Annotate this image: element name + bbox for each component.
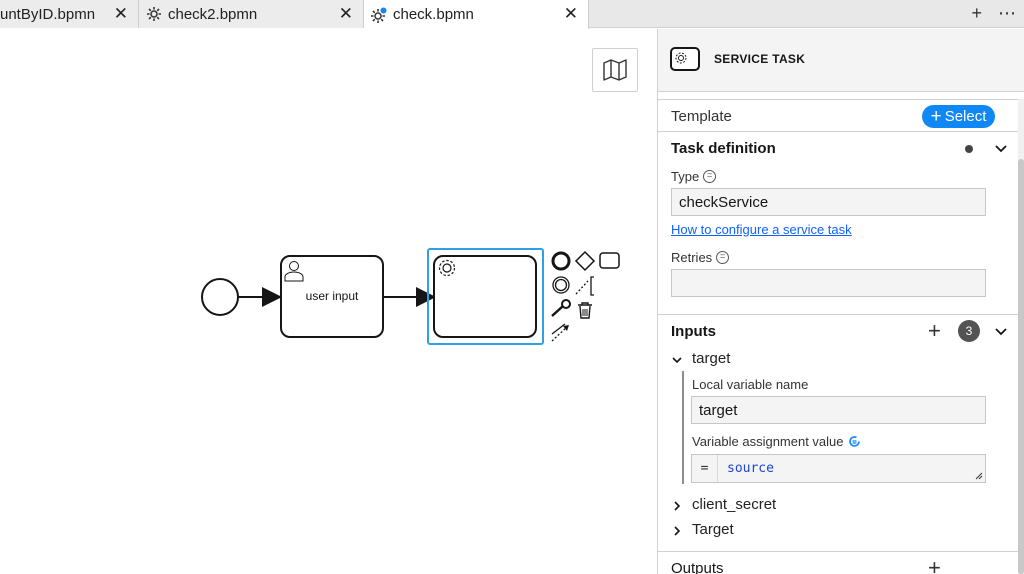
retries-label-text: Retries bbox=[671, 250, 713, 265]
tab-actions: + ⋯ bbox=[971, 3, 1016, 24]
retries-label: Retries = bbox=[671, 250, 730, 265]
user-icon bbox=[284, 261, 304, 282]
type-input[interactable]: checkService bbox=[671, 188, 986, 216]
inputs-header[interactable]: Inputs bbox=[671, 323, 716, 340]
tab-untbyid[interactable]: untByID.bpmn ✕ bbox=[0, 0, 139, 28]
tab-label: check.bpmn bbox=[393, 6, 474, 23]
selection-outline bbox=[427, 248, 544, 345]
close-icon[interactable]: ✕ bbox=[338, 4, 353, 23]
data-indicator-dot bbox=[965, 145, 973, 153]
local-variable-input[interactable]: target bbox=[691, 396, 986, 424]
divider bbox=[658, 551, 1018, 552]
gear-icon bbox=[438, 259, 456, 277]
task-definition-header[interactable]: Task definition bbox=[671, 140, 776, 157]
add-input-button[interactable]: + bbox=[928, 318, 941, 343]
panel-title: SERVICE TASK bbox=[714, 52, 806, 66]
type-label: Type = bbox=[671, 169, 717, 184]
input-item-target-2[interactable]: Target bbox=[692, 521, 734, 538]
select-template-button[interactable]: + Select bbox=[922, 105, 995, 128]
divider bbox=[658, 314, 1018, 315]
tab-check2[interactable]: check2.bpmn ✕ bbox=[139, 0, 364, 28]
feel-optional-icon: = bbox=[716, 251, 730, 264]
trash-icon[interactable] bbox=[578, 302, 592, 319]
select-template-label: Select bbox=[944, 108, 987, 125]
add-tab-button[interactable]: + bbox=[971, 3, 982, 23]
input-item-target[interactable]: target bbox=[692, 350, 731, 367]
text-annotation-icon[interactable] bbox=[575, 276, 594, 296]
chevron-down-icon[interactable] bbox=[671, 354, 683, 366]
service-task[interactable] bbox=[427, 248, 544, 345]
context-pad bbox=[551, 250, 620, 342]
service-task-help-link[interactable]: How to configure a service task bbox=[671, 222, 852, 237]
start-event[interactable] bbox=[201, 278, 239, 316]
wrench-icon[interactable] bbox=[551, 299, 571, 317]
tab-check[interactable]: check.bpmn ✕ bbox=[364, 0, 589, 29]
chevron-down-icon[interactable] bbox=[994, 142, 1008, 156]
type-label-text: Type bbox=[671, 169, 700, 184]
template-row: Template + Select bbox=[658, 99, 1018, 132]
chevron-right-icon[interactable] bbox=[671, 525, 683, 537]
inputs-count-badge: 3 bbox=[958, 320, 980, 342]
connect-arrow-icon[interactable] bbox=[551, 323, 569, 342]
append-end-event-icon[interactable] bbox=[551, 251, 571, 271]
close-icon[interactable]: ✕ bbox=[113, 4, 128, 23]
chevron-right-icon[interactable] bbox=[671, 500, 683, 512]
resize-handle-icon[interactable] bbox=[975, 472, 983, 480]
retries-input[interactable] bbox=[671, 269, 986, 297]
gear-unsaved-icon bbox=[371, 7, 387, 23]
tab-label: untByID.bpmn bbox=[0, 5, 96, 23]
tab-label: check2.bpmn bbox=[168, 5, 258, 23]
chevron-down-icon[interactable] bbox=[994, 325, 1008, 339]
outputs-header[interactable]: Outputs bbox=[671, 560, 724, 574]
service-task-icon bbox=[670, 47, 700, 71]
user-task[interactable]: user input bbox=[280, 255, 384, 338]
append-intermediate-event-icon[interactable] bbox=[552, 276, 570, 294]
local-variable-label-text: Local variable name bbox=[692, 377, 809, 392]
add-output-button[interactable]: + bbox=[928, 555, 941, 574]
indent-guide bbox=[682, 371, 684, 484]
properties-panel: SERVICE TASK Template + Select Task defi… bbox=[657, 29, 1024, 574]
panel-header: SERVICE TASK bbox=[658, 29, 1024, 92]
map-icon bbox=[603, 59, 627, 81]
more-options-button[interactable]: ⋯ bbox=[998, 3, 1016, 23]
user-task-label: user input bbox=[306, 289, 359, 303]
minimap-toggle-button[interactable] bbox=[592, 48, 638, 92]
feel-required-icon bbox=[848, 436, 860, 447]
gear-icon bbox=[147, 7, 161, 21]
feel-prefix: = bbox=[692, 455, 718, 482]
feel-optional-icon: = bbox=[703, 170, 717, 183]
tab-bar: untByID.bpmn ✕ check2.bpmn ✕ check.bpmn … bbox=[0, 0, 1024, 29]
input-item-client-secret[interactable]: client_secret bbox=[692, 496, 777, 513]
assignment-feel-editor[interactable]: = source bbox=[691, 454, 986, 483]
diagram-canvas[interactable]: user input bbox=[0, 29, 657, 574]
close-icon[interactable]: ✕ bbox=[563, 4, 578, 23]
append-gateway-icon[interactable] bbox=[574, 250, 596, 272]
local-variable-label: Local variable name bbox=[692, 377, 808, 392]
append-task-icon[interactable] bbox=[599, 252, 620, 269]
plus-icon: + bbox=[930, 105, 942, 127]
panel-scrollbar[interactable] bbox=[1018, 99, 1024, 574]
template-label: Template bbox=[671, 108, 732, 125]
assignment-value: source bbox=[727, 461, 774, 476]
assignment-label-text: Variable assignment value bbox=[692, 434, 844, 449]
bpmn-diagram: user input bbox=[201, 248, 620, 345]
assignment-label: Variable assignment value bbox=[692, 434, 861, 449]
